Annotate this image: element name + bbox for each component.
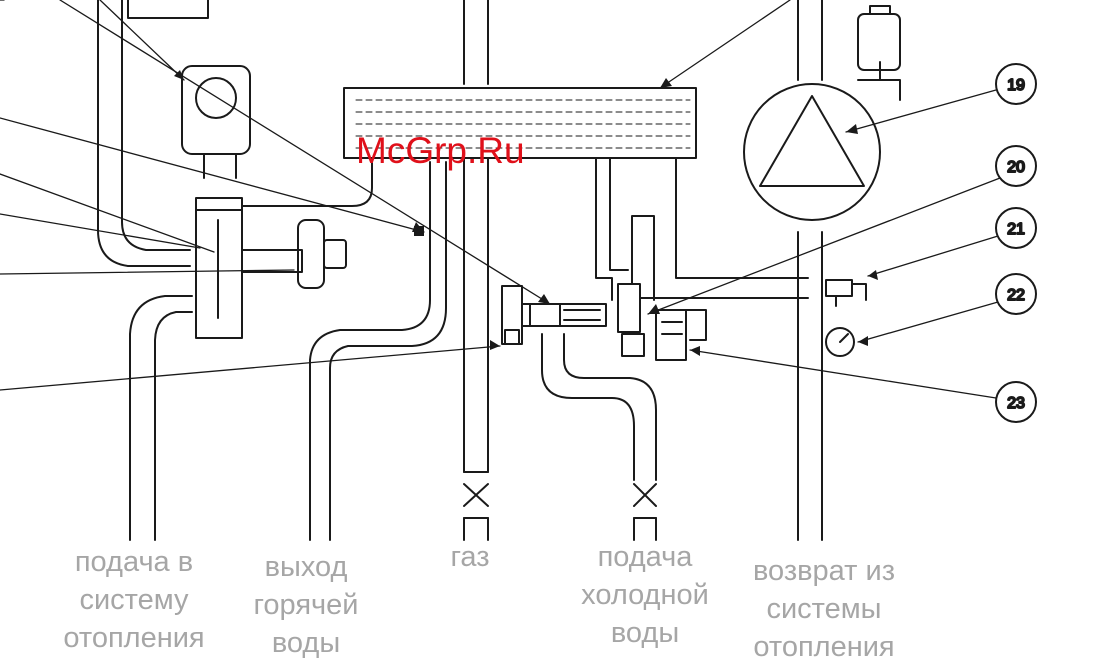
- valve-small-marker: [414, 226, 424, 236]
- label-cold-water-in-line-1: подача: [597, 541, 693, 573]
- hot-water-pipe-outer: [241, 161, 373, 207]
- label-cold-water-in: подача холодной воды: [560, 538, 730, 652]
- label-hot-water-out: выход горячей воды: [236, 548, 376, 662]
- gas-pipe-down: [463, 157, 489, 473]
- valve-actuator-cap: [323, 239, 347, 269]
- heating-supply-pipe-down-inner: [154, 311, 193, 541]
- callout-22-circle: [995, 273, 1037, 315]
- heat-exchanger-body: [343, 87, 697, 159]
- label-cold-water-in-line-2: холодной: [581, 579, 709, 611]
- leader-pump-left: [99, 0, 185, 81]
- callout-21-circle: [995, 207, 1037, 249]
- flow-switch-detail: [529, 303, 601, 327]
- left-pump-motor: [195, 77, 237, 119]
- label-heating-supply: подача в систему отопления: [44, 543, 224, 657]
- leader-diagonal-long: [59, 0, 551, 305]
- leader-22: [857, 301, 999, 343]
- circulation-pump-triangle: [759, 95, 865, 187]
- label-heating-return-line-2: системы: [766, 593, 882, 625]
- exchanger-drop-right: [675, 157, 809, 279]
- leader-21: [867, 235, 999, 277]
- cold-water-valve: [633, 483, 657, 519]
- circulation-pump-outlet: [857, 61, 901, 101]
- pressure-gauge-needle: [839, 333, 849, 343]
- air-vent-body: [857, 13, 901, 71]
- heating-supply-pipe-down-outer: [129, 295, 193, 541]
- arrowhead-19: [846, 124, 858, 134]
- callout-22-number: 22: [1007, 287, 1025, 304]
- cold-water-pipe-bottom: [633, 517, 657, 541]
- return-pipe-top: [797, 0, 823, 81]
- leader-19: [845, 89, 997, 133]
- safety-valve-detail: [835, 283, 867, 307]
- label-hot-water-out-line-1: выход: [264, 551, 348, 583]
- three-way-valve-stem: [195, 209, 243, 319]
- arrowhead-diagonal: [538, 294, 550, 304]
- pressure-gauge: [825, 327, 855, 357]
- exchanger-drop-left: [595, 157, 613, 301]
- arrowhead-20: [648, 304, 660, 314]
- callout-20-circle: [995, 145, 1037, 187]
- air-vent-cap: [869, 5, 891, 15]
- leader-mid-left: [0, 269, 295, 275]
- label-heating-supply-line-3: отопления: [63, 622, 205, 654]
- leader-low-left: [0, 345, 501, 391]
- arrowhead-top-right: [660, 78, 672, 88]
- callout-20-number: 20: [1007, 159, 1025, 176]
- safety-valve-body: [825, 279, 853, 297]
- label-gas: газ: [430, 538, 510, 576]
- heating-supply-pipe-inner: [121, 0, 191, 251]
- gas-valve: [463, 471, 489, 519]
- gas-pipe-top: [463, 0, 489, 85]
- flow-switch-body: [521, 303, 607, 327]
- leader-three-way: [0, 173, 215, 253]
- arrowhead-23: [690, 346, 700, 356]
- label-hot-water-out-line-3: воды: [271, 627, 341, 659]
- pressure-switch: [617, 283, 641, 333]
- leader-top-right: [659, 0, 791, 89]
- hot-water-pipe-down-outer: [309, 161, 431, 541]
- callout-23-number: 23: [1007, 395, 1025, 412]
- pressure-switch-pipe: [631, 215, 655, 301]
- callout-19-circle: [995, 63, 1037, 105]
- arrowhead-22: [858, 336, 868, 346]
- valve-actuator-shaft: [241, 249, 303, 273]
- leader-23: [689, 349, 997, 399]
- arrowhead-pump-left: [174, 70, 184, 80]
- label-heating-return: возврат из системы отопления: [734, 552, 914, 666]
- pressure-switch-base: [621, 333, 645, 357]
- arrowhead-low-left: [490, 340, 500, 350]
- left-pump-neck: [203, 153, 237, 179]
- arrowhead-21: [868, 270, 878, 280]
- leader-stem: [0, 213, 201, 249]
- leader-20: [647, 177, 1001, 315]
- watermark: McGrp.Ru: [356, 130, 525, 171]
- label-gas-line-1: газ: [450, 541, 490, 573]
- left-pump-housing: [181, 65, 251, 155]
- circulation-pump-housing: [743, 83, 881, 221]
- drain-valve-block: [655, 309, 687, 361]
- hot-water-pipe-down-inner: [329, 161, 447, 541]
- cold-water-pipe-outer: [541, 333, 635, 481]
- label-heating-supply-line-1: подача в: [74, 546, 194, 578]
- exchanger-drop-mid: [609, 157, 629, 271]
- callout-19-number: 19: [1007, 77, 1025, 94]
- callout-23-circle: [995, 381, 1037, 423]
- label-heating-return-line-1: возврат из: [752, 555, 896, 587]
- leader-valve: [0, 117, 425, 233]
- gas-pipe-bottom: [463, 517, 489, 541]
- cold-water-pipe-inner: [563, 333, 657, 481]
- label-heating-return-line-3: отопления: [753, 631, 895, 663]
- label-hot-water-out-line-2: горячей: [253, 589, 359, 621]
- label-heating-supply-line-2: систему: [79, 584, 189, 616]
- drain-valve-detail: [661, 309, 707, 341]
- callout-21-number: 21: [1007, 221, 1025, 238]
- top-left-pipe: [127, 0, 209, 19]
- label-cold-water-in-line-3: воды: [610, 617, 680, 649]
- flow-sensor-small: [504, 329, 520, 345]
